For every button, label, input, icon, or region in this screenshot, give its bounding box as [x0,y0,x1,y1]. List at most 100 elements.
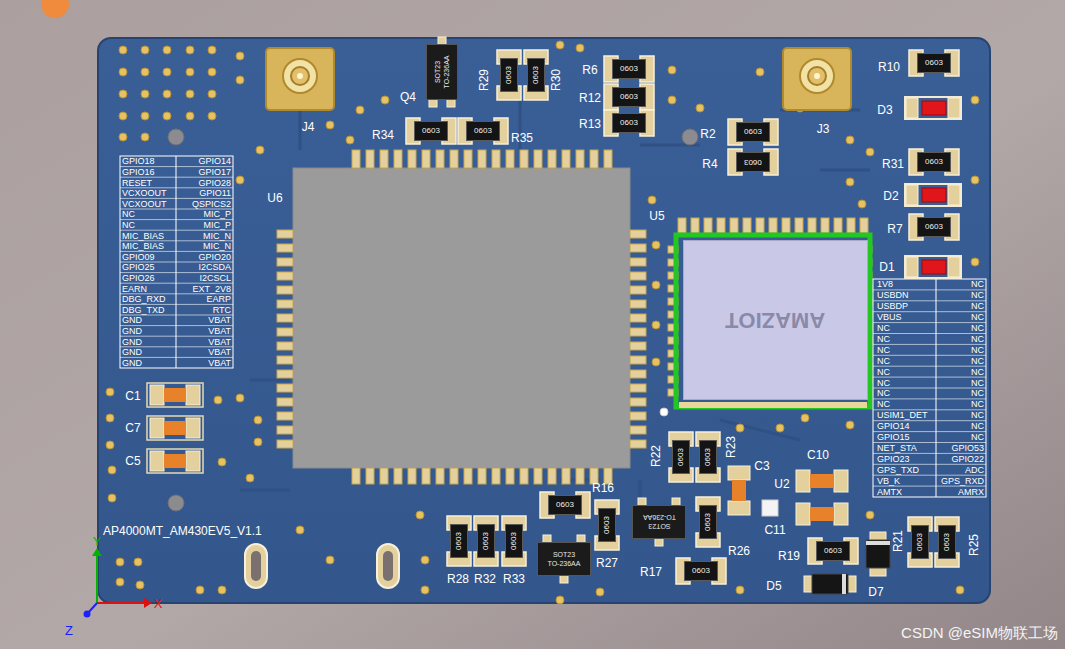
designator: R21 [892,530,904,552]
pin-name: NC [971,345,984,354]
pin-name: USIM1_DET [877,411,928,420]
chip-pad [492,468,500,484]
package-code: 0603 [824,547,842,555]
axis-origin [84,611,91,618]
text-stack: 0603 [510,532,518,550]
designator: D5 [766,580,781,592]
capacitor-outline [147,449,203,473]
capacitor-pad [186,451,200,471]
via [236,52,244,60]
designator: R23 [725,436,737,458]
via [163,90,171,98]
pcb-trace [240,489,290,492]
package-code: 0603 [505,66,513,84]
via [652,281,660,289]
module-pad [717,218,725,233]
chip-pad [520,150,528,168]
package-code: TO-236AA [643,514,676,521]
chip-pad [630,244,646,252]
chip-pad [630,356,646,364]
pin-name: MIC_BIAS [122,231,164,240]
chip-pad [630,370,646,378]
pin-name: VBAT [208,326,231,335]
chip-pad [277,258,293,266]
module-pad [691,218,699,233]
resistor-body: 0603 [938,525,956,559]
via [236,394,244,402]
via [416,511,424,519]
transistor-pad [447,99,455,107]
mounting-hole [168,495,184,511]
via [556,596,564,604]
module-pad [769,218,777,233]
text-stack: 0603 [925,158,943,166]
chip-pad [277,440,293,448]
pin-name: VCXOOUT [122,189,167,198]
chip-pad [366,468,374,484]
text-stack: 0603 [422,127,440,135]
designator: U5 [649,210,664,222]
pin-name: NC [971,378,984,387]
pin-name: AMRX [958,487,984,496]
pin-name: NC [877,389,890,398]
designator: R35 [511,132,533,144]
via [296,526,304,534]
oval-slot [245,544,267,588]
resistor-body: 0603 [612,59,646,79]
diode-body [812,574,848,594]
pcb-trace [639,480,642,500]
text-stack: 0603 [455,532,463,550]
pin-name: MIC_P [203,210,231,219]
capacitor-outline [147,416,203,440]
pin-name: GPIO26 [122,273,155,282]
pin-name: EXT_2V8 [192,284,231,293]
package-code: 0603 [620,93,638,101]
via [119,112,127,120]
pin-name: RESET [122,178,152,187]
package-code: 0603 [704,448,712,466]
rf-connector-center [808,67,826,85]
chip-pad [436,468,444,484]
text-stack: 0603 [556,501,574,509]
pin-name: GND [122,337,142,346]
chip-pad [506,150,514,168]
led-pad [948,185,960,205]
via [246,474,254,482]
led-pad [906,98,918,118]
chip-pad [422,150,430,168]
led-body [922,260,946,274]
via [346,136,354,144]
text-stack: 0603 [925,223,943,231]
designator: R31 [882,158,904,170]
via [652,241,660,249]
pin-name: ADC [965,465,984,474]
pin-name: MIC_N [203,231,231,240]
designator: D1 [879,261,894,273]
pin-name: NC [971,367,984,376]
via [236,76,244,84]
resistor-body: 0603 [672,440,690,474]
designator: D2 [883,190,898,202]
chip-pad [630,286,646,294]
via [108,466,116,474]
text-stack: 0603 [744,158,762,166]
package-code: 0603 [704,513,712,531]
pin-name: NC [971,411,984,420]
pcb-trace [250,379,290,382]
via [846,178,854,186]
chip-pad [352,468,360,484]
pin-name: DBG_TXD [122,305,165,314]
rf-connector-ring [283,59,317,93]
designator: C11 [764,524,785,536]
pin-name: GPIO14 [198,157,231,166]
pin-name: VBUS [877,313,902,322]
pin-name: GPIO16 [122,167,155,176]
chip-pad [277,342,293,350]
text-stack: 0603 [505,66,513,84]
led-pad [906,185,918,205]
pin-name: NC [877,378,890,387]
transistor-body: SOT23TO-236AA [426,44,458,100]
axis-label: Z [65,624,73,637]
via [218,586,226,594]
pin-name: GPIO20 [198,252,231,261]
